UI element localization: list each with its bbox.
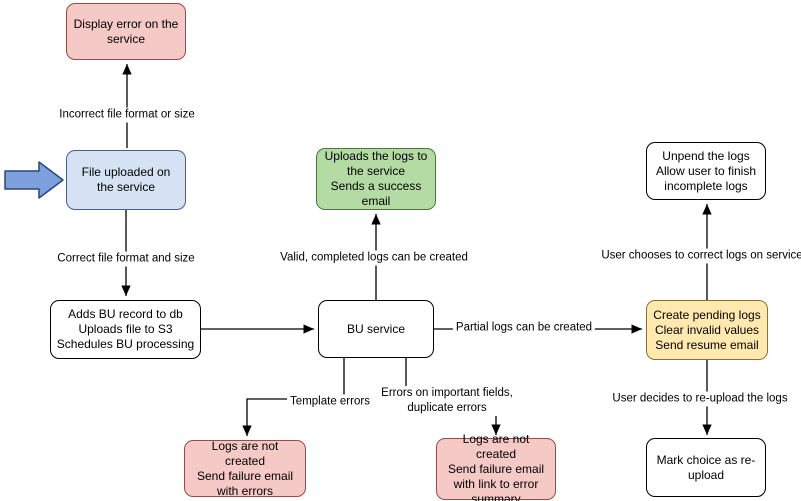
node-unpend-logs: Unpend the logs Allow user to finish inc… bbox=[646, 142, 766, 200]
node-bu-service: BU service bbox=[318, 300, 434, 358]
node-adds-bu-record: Adds BU record to db Uploads file to S3 … bbox=[50, 300, 201, 359]
edge-label-template-errors: Template errors bbox=[287, 394, 373, 410]
node-logs-not-created-summary: Logs are not created Send failure email … bbox=[436, 432, 556, 501]
entry-arrow-icon bbox=[4, 161, 64, 199]
node-display-error: Display error on the service bbox=[66, 3, 186, 60]
node-mark-choice-reupload: Mark choice as re-upload bbox=[646, 438, 766, 497]
edge-label-user-reupload: User decides to re-upload the logs bbox=[609, 391, 791, 407]
node-logs-not-created-errors: Logs are not created Send failure email … bbox=[184, 439, 306, 498]
edge-label-user-correct: User chooses to correct logs on service bbox=[598, 248, 801, 264]
node-file-uploaded: File uploaded on the service bbox=[66, 150, 186, 210]
edge-label-valid-logs: Valid, completed logs can be created bbox=[277, 250, 471, 266]
node-uploads-logs-success: Uploads the logs to the service Sends a … bbox=[316, 148, 436, 210]
edge-label-important-fields: Errors on important fields, duplicate er… bbox=[378, 386, 516, 416]
node-create-pending-logs: Create pending logs Clear invalid values… bbox=[646, 300, 768, 360]
edge-label-partial-logs: Partial logs can be created bbox=[452, 320, 596, 336]
edge-label-correct-format: Correct file format and size bbox=[54, 251, 198, 267]
edge-label-incorrect-format: Incorrect file format or size bbox=[56, 107, 198, 123]
